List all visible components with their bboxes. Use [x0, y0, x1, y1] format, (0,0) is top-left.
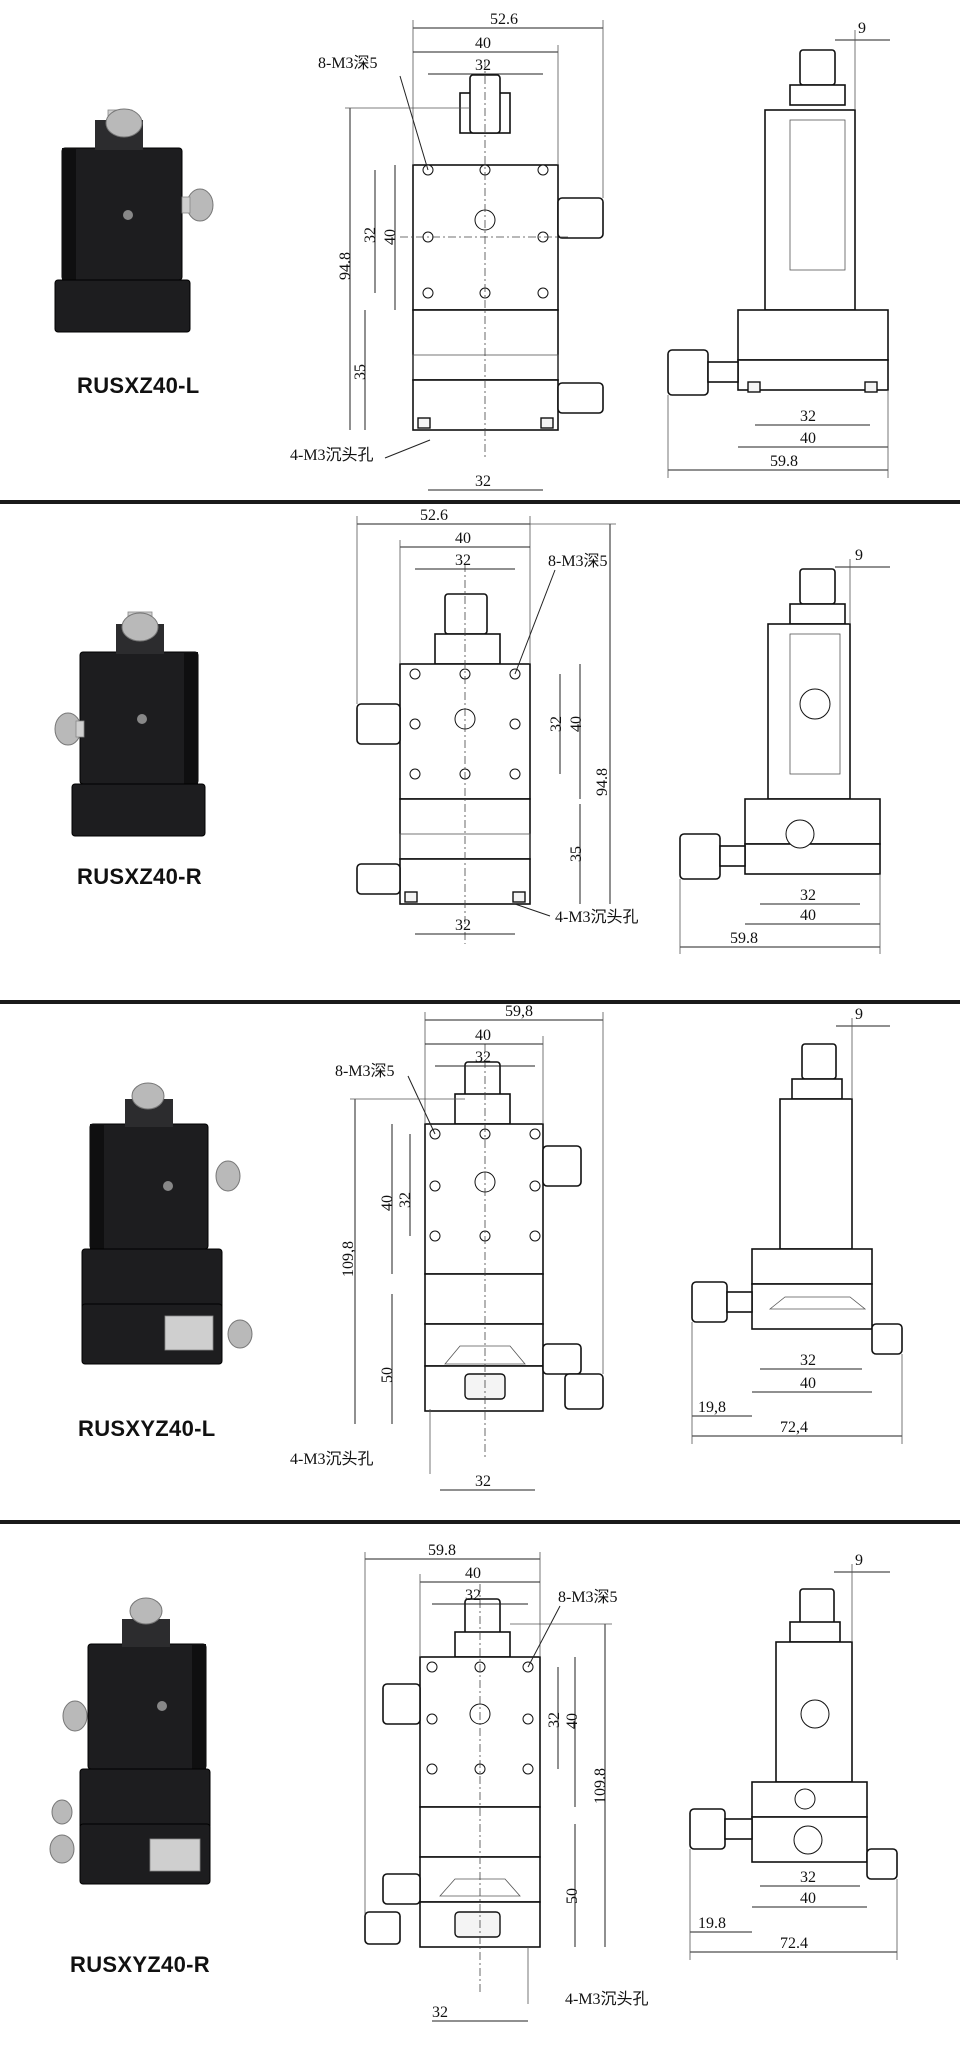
product-photo [49, 1597, 211, 1885]
dim-hole-pitch-inner: 32 [548, 716, 565, 732]
panel-separator [0, 500, 960, 504]
label-counterbore-holes: 4-M3沉头孔 [565, 1990, 649, 2008]
dim-side-depth: 59.8 [770, 453, 798, 470]
label-tapped-holes: 8-M3深5 [335, 1062, 395, 1080]
label-counterbore-holes: 4-M3沉头孔 [555, 908, 639, 926]
dim-hole-pitch-inner: 32 [362, 227, 379, 243]
panel-rusxyz40-l: 59,8 40 32 8-M3深5 109,8 40 32 50 4-M3沉头孔 [0, 1003, 960, 1520]
dim-overall-width: 59.8 [428, 1542, 456, 1559]
dim-hole-pitch-inner: 32 [546, 1712, 563, 1728]
dim-base-hole-pitch: 32 [475, 1473, 491, 1490]
dim-side-outer: 40 [800, 1375, 816, 1392]
label-counterbore-holes: 4-M3沉头孔 [290, 446, 374, 464]
side-view [689, 1588, 898, 1880]
product-photo [54, 108, 214, 333]
dim-side-depth: 72,4 [780, 1419, 808, 1436]
front-view [356, 564, 531, 944]
dim-hole-pitch-top: 32 [475, 1049, 491, 1066]
side-dimensions: 9 32 40 59.8 [679, 547, 890, 954]
product-photo [54, 611, 206, 837]
dim-overall-width: 52.6 [490, 11, 518, 28]
front-dimensions: 59,8 40 32 8-M3深5 109,8 40 32 50 4-M3沉头孔 [290, 1003, 604, 1491]
dim-overall-width: 59,8 [505, 1003, 533, 1020]
panel-separator [0, 1000, 960, 1004]
dim-hole-pitch-vertical: 40 [568, 716, 585, 732]
dim-base-hole-pitch: 32 [432, 2004, 448, 2021]
front-view [400, 60, 604, 460]
side-dimensions: 9 32 40 59.8 [667, 20, 890, 478]
dim-plate-width: 40 [475, 1027, 491, 1044]
dim-side-inner: 32 [800, 1869, 816, 1886]
dim-base-height: 50 [379, 1367, 396, 1383]
dim-base-height: 50 [564, 1888, 581, 1904]
product-label: RUSXZ40-L [77, 373, 200, 398]
front-dimensions: 52.6 40 32 8-M3深5 94.8 40 32 35 4-M3沉头孔 [290, 11, 604, 491]
dim-offset: 9 [855, 1006, 863, 1023]
product-label: RUSXYZ40-L [78, 1416, 216, 1441]
side-view [667, 49, 889, 396]
dim-base-height: 35 [568, 846, 585, 862]
side-view [679, 568, 881, 880]
dim-height-overall: 109,8 [340, 1241, 357, 1277]
dim-base-hole-pitch: 32 [455, 917, 471, 934]
product-label: RUSXYZ40-R [70, 1952, 210, 1977]
dim-hole-pitch-top: 32 [455, 552, 471, 569]
front-view [364, 1584, 541, 1994]
label-tapped-holes: 8-M3深5 [558, 1588, 618, 1606]
dim-hole-pitch-top: 32 [465, 1587, 481, 1604]
dim-side-y-offset: 19,8 [698, 1399, 726, 1416]
side-dimensions: 9 32 40 19.8 72.4 [689, 1552, 898, 1960]
dim-base-hole-pitch: 32 [475, 473, 491, 490]
drawing-rusxyz40-r: 59.8 40 32 8-M3深5 32 40 109.8 50 4-M3沉头孔 [49, 1542, 898, 2022]
drawing-rusxz40-r: 52.6 40 32 8-M3深5 32 40 94.8 35 4-M3沉头孔 [54, 507, 890, 954]
front-dimensions: 52.6 40 32 8-M3深5 32 40 94.8 35 4-M3沉头孔 [356, 507, 639, 935]
product-label: RUSXZ40-R [77, 864, 202, 889]
panel-rusxz40-l: 52.6 40 32 8-M3深5 94.8 40 32 35 4-M3沉头孔 [0, 0, 960, 500]
dim-offset: 9 [855, 1552, 863, 1569]
front-view [424, 1044, 604, 1459]
tapped-hole-grid [422, 164, 549, 299]
dim-side-outer: 40 [800, 907, 816, 924]
dim-overall-width: 52.6 [420, 507, 448, 524]
dim-side-y-offset: 19.8 [698, 1915, 726, 1932]
side-view [691, 1043, 903, 1355]
dim-height-overall: 94.8 [337, 252, 354, 280]
dim-side-inner: 32 [800, 887, 816, 904]
product-photo [81, 1082, 253, 1365]
front-dimensions: 59.8 40 32 8-M3深5 32 40 109.8 50 4-M3沉头孔 [364, 1542, 649, 2022]
label-counterbore-holes: 4-M3沉头孔 [290, 1450, 374, 1468]
dim-side-depth: 59.8 [730, 930, 758, 947]
dim-side-inner: 32 [800, 1352, 816, 1369]
dim-plate-width: 40 [455, 530, 471, 547]
dim-side-outer: 40 [800, 430, 816, 447]
side-dimensions: 9 32 40 19,8 72,4 [691, 1006, 903, 1444]
panel-separator [0, 1520, 960, 1524]
dim-hole-pitch-inner: 32 [397, 1192, 414, 1208]
dim-offset: 9 [858, 20, 866, 37]
panel-rusxz40-r: 52.6 40 32 8-M3深5 32 40 94.8 35 4-M3沉头孔 [0, 504, 960, 1000]
label-tapped-holes: 8-M3深5 [318, 54, 378, 72]
dim-hole-pitch-vertical: 40 [382, 229, 399, 245]
dim-hole-pitch-vertical: 40 [379, 1195, 396, 1211]
dim-side-outer: 40 [800, 1890, 816, 1907]
dim-offset: 9 [855, 547, 863, 564]
dim-plate-width: 40 [475, 35, 491, 52]
dim-height-overall: 109.8 [592, 1768, 609, 1804]
dim-side-inner: 32 [800, 408, 816, 425]
dim-hole-pitch-top: 32 [475, 57, 491, 74]
dim-height-overall: 94.8 [594, 768, 611, 796]
drawing-rusxyz40-l: 59,8 40 32 8-M3深5 109,8 40 32 50 4-M3沉头孔 [81, 1003, 903, 1491]
drawing-rusxz40-l: 52.6 40 32 8-M3深5 94.8 40 32 35 4-M3沉头孔 [54, 11, 890, 491]
dim-base-height: 35 [352, 364, 369, 380]
label-tapped-holes: 8-M3深5 [548, 552, 608, 570]
dim-side-depth: 72.4 [780, 1935, 808, 1952]
panel-rusxyz40-r: 59.8 40 32 8-M3深5 32 40 109.8 50 4-M3沉头孔 [0, 1524, 960, 2051]
dim-hole-pitch-vertical: 40 [564, 1713, 581, 1729]
dim-plate-width: 40 [465, 1565, 481, 1582]
